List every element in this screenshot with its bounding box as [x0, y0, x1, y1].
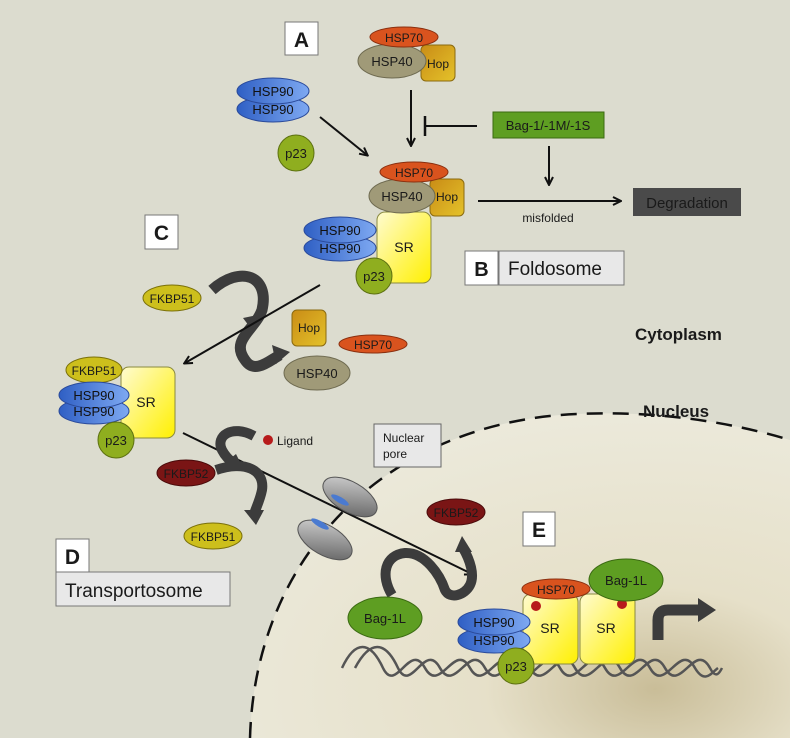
bag1l-exchange-arrow	[380, 545, 477, 601]
svg-text:Nuclear: Nuclear	[383, 431, 424, 445]
nuclear-envelope	[248, 412, 790, 738]
bag1-isoforms-box: Bag-1/-1M/-1S	[492, 111, 605, 139]
fkbp51-sr-complex: SR FKBP51 HSP90 HSP90 p23	[58, 356, 176, 459]
svg-text:Bag-1L: Bag-1L	[605, 573, 647, 588]
svg-text:HSP90: HSP90	[73, 388, 114, 403]
svg-text:HSP70: HSP70	[385, 31, 423, 45]
svg-text:Hop: Hop	[427, 57, 449, 71]
svg-text:HSP70: HSP70	[537, 583, 575, 597]
ligand-label: Ligand	[277, 434, 313, 448]
arrow-foldosome-to-hetero-complex	[185, 284, 321, 363]
nuclear-sr-dimer-complex: SR SR HSP70 Bag-1L HSP90 HSP90 p23	[457, 558, 664, 685]
svg-text:Foldosome: Foldosome	[508, 259, 602, 280]
svg-text:p23: p23	[105, 433, 127, 448]
hsp40-released: HSP40	[283, 355, 351, 391]
nuclear-pore-complex	[297, 476, 378, 561]
bound-ligand-1	[531, 601, 541, 611]
hsp70-protein	[369, 26, 439, 48]
svg-text:B: B	[474, 259, 488, 281]
panel-b-foldosome-label: B Foldosome	[464, 250, 625, 286]
svg-text:SR: SR	[394, 239, 413, 255]
ligand-dot	[263, 435, 273, 445]
hsp70-hsp40-hop-complex: Hop HSP40 HSP70	[357, 26, 456, 82]
p23-free: p23	[277, 134, 315, 172]
panel-e-label: E	[522, 511, 556, 547]
svg-text:A: A	[294, 29, 309, 52]
svg-text:D: D	[65, 546, 80, 569]
svg-text:FKBP52: FKBP52	[434, 506, 479, 520]
svg-text:HSP40: HSP40	[381, 189, 422, 204]
svg-text:Hop: Hop	[436, 190, 458, 204]
hop-released: Hop	[291, 309, 327, 347]
hsp70-released: HSP70	[338, 334, 408, 354]
svg-text:Degradation: Degradation	[646, 195, 728, 212]
svg-text:SR: SR	[540, 620, 559, 636]
foldosome-complex: SR Hop HSP40 HSP70 HSP90 HSP90 p23	[303, 161, 465, 295]
panel-c-label: C	[144, 214, 179, 250]
svg-text:HSP90: HSP90	[252, 84, 293, 99]
svg-text:C: C	[154, 222, 169, 245]
hsp70-protein	[379, 161, 449, 183]
dna-double-helix	[340, 646, 724, 678]
svg-text:Hop: Hop	[298, 321, 320, 335]
panel-d-transportosome-label: D Transportosome	[55, 538, 231, 607]
svg-text:E: E	[532, 519, 546, 542]
svg-text:HSP70: HSP70	[395, 166, 433, 180]
bound-ligand-2	[617, 599, 627, 609]
svg-text:HSP70: HSP70	[354, 338, 392, 352]
fkbp51-release-arrow	[214, 461, 268, 516]
svg-text:p23: p23	[505, 659, 527, 674]
svg-text:FKBP52: FKBP52	[164, 467, 209, 481]
svg-text:FKBP51: FKBP51	[191, 530, 236, 544]
bag1l-nucleus-free: Bag-1L	[347, 596, 423, 640]
svg-text:HSP90: HSP90	[73, 404, 114, 419]
nucleus-region	[250, 413, 790, 738]
cytoplasm-label: Cytoplasm	[635, 325, 722, 344]
transcription-arrow	[652, 604, 700, 640]
svg-text:SR: SR	[596, 620, 615, 636]
nuclear-pore-label: Nuclear pore	[373, 423, 442, 468]
misfolded-label: misfolded	[522, 211, 573, 225]
panel-a-label: A	[284, 21, 319, 56]
fkbp52-nucleus: FKBP52	[426, 498, 486, 526]
svg-text:p23: p23	[363, 269, 385, 284]
svg-text:FKBP51: FKBP51	[72, 364, 117, 378]
fkbp52-cytoplasm: FKBP52	[156, 459, 216, 487]
fkbp51-free: FKBP51	[142, 284, 202, 312]
svg-text:Bag-1L: Bag-1L	[364, 611, 406, 626]
svg-text:p23: p23	[285, 146, 307, 161]
svg-text:Transportosome: Transportosome	[65, 581, 203, 602]
svg-text:HSP40: HSP40	[371, 54, 412, 69]
svg-text:FKBP51: FKBP51	[150, 292, 195, 306]
svg-text:HSP90: HSP90	[319, 241, 360, 256]
nucleus-label: Nucleus	[643, 402, 709, 421]
svg-text:HSP90: HSP90	[473, 633, 514, 648]
svg-text:HSP90: HSP90	[252, 102, 293, 117]
hsp90-dimer-free: HSP90 HSP90	[236, 77, 310, 123]
fkbp51-released: FKBP51	[183, 522, 243, 550]
svg-text:HSP90: HSP90	[473, 615, 514, 630]
svg-text:pore: pore	[383, 447, 407, 461]
arrow-hsp90-to-foldosome	[319, 116, 367, 155]
svg-text:Bag-1/-1M/-1S: Bag-1/-1M/-1S	[506, 118, 591, 133]
svg-text:HSP90: HSP90	[319, 223, 360, 238]
degradation-box: Degradation	[633, 188, 741, 216]
svg-text:HSP40: HSP40	[296, 366, 337, 381]
svg-text:SR: SR	[136, 394, 155, 410]
